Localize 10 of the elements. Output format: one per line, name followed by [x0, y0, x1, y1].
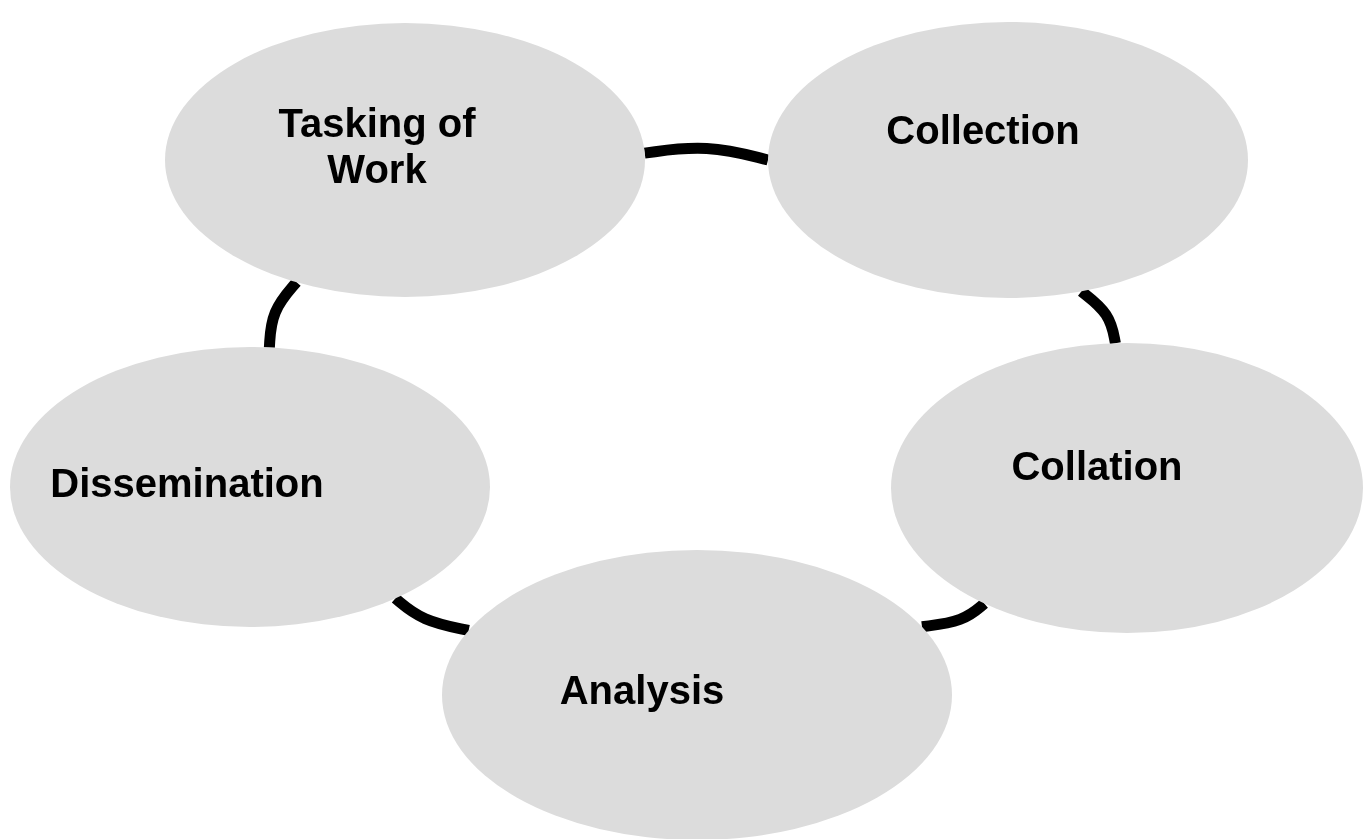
node-label: Dissemination [49, 460, 325, 506]
cycle-connector [391, 594, 470, 636]
cycle-connector [643, 142, 770, 166]
node-label: Analysis [558, 667, 726, 713]
cycle-connector [921, 599, 988, 633]
cycle-connector [263, 278, 301, 348]
node-label: Collation [1010, 443, 1184, 489]
node-label: Tasking of Work [277, 100, 477, 192]
cycle-connector [1078, 287, 1121, 345]
node-label: Collection [885, 107, 1081, 153]
